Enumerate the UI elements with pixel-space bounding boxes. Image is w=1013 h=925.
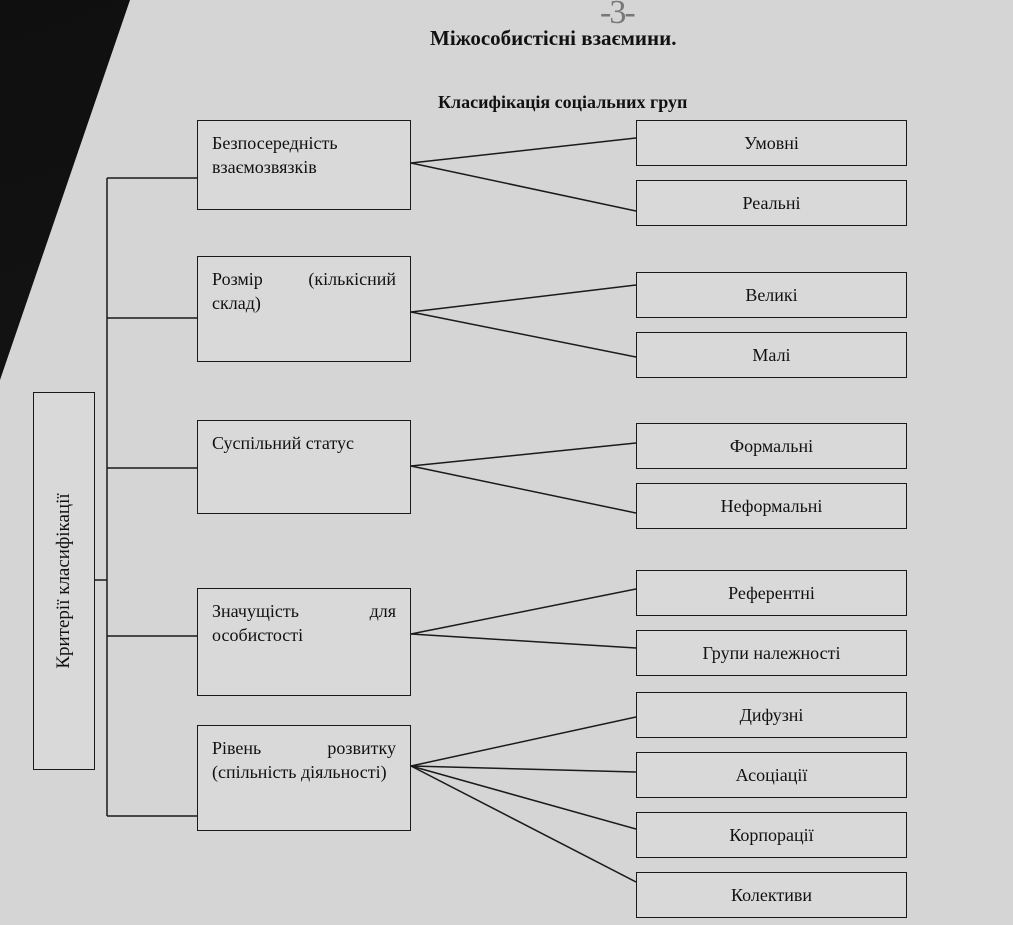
group-box-3-2: Неформальні [636,483,907,529]
fan-line-1-1 [410,137,637,164]
diagram-title: Класифікація соціальних груп [438,92,688,112]
group-box-1-2: Реальні [636,180,907,226]
fan-line-5-3 [410,765,637,830]
criterion-box-1: Безпосередність взаємозвязків [197,120,411,210]
criterion-box-4: Значущість для особистості [197,588,411,696]
fan-line-4-1 [410,588,637,635]
group-box-1-1: Умовні [636,120,907,166]
group-box-3-1: Формальні [636,423,907,469]
fan-line-1-2 [410,162,637,212]
fan-line-5-2 [410,765,637,773]
root-box: Критерії класифікації [33,392,95,770]
group-box-5-1: Дифузні [636,692,907,738]
fan-line-2-2 [410,311,637,358]
page-number: -3- [600,0,636,31]
group-box-2-1: Великі [636,272,907,318]
fan-line-3-2 [410,465,637,514]
group-box-2-2: Малі [636,332,907,378]
fan-line-5-1 [410,716,637,767]
group-box-5-3: Корпорації [636,812,907,858]
fan-line-4-2 [410,633,637,649]
fan-line-5-4 [410,765,637,883]
root-label: Критерії класифікації [53,493,74,669]
criterion-box-2: Розмір (кількісний склад) [197,256,411,362]
page-title: Міжособистісні взаємини. [430,26,677,50]
criterion-box-5: Рівень розвитку (спільність діяльності) [197,725,411,831]
group-box-5-4: Колективи [636,872,907,918]
fan-line-3-1 [410,442,637,467]
group-box-4-1: Референтні [636,570,907,616]
group-box-4-2: Групи належності [636,630,907,676]
criterion-box-3: Суспільний статус [197,420,411,514]
fan-line-2-1 [410,284,637,313]
group-box-5-2: Асоціації [636,752,907,798]
